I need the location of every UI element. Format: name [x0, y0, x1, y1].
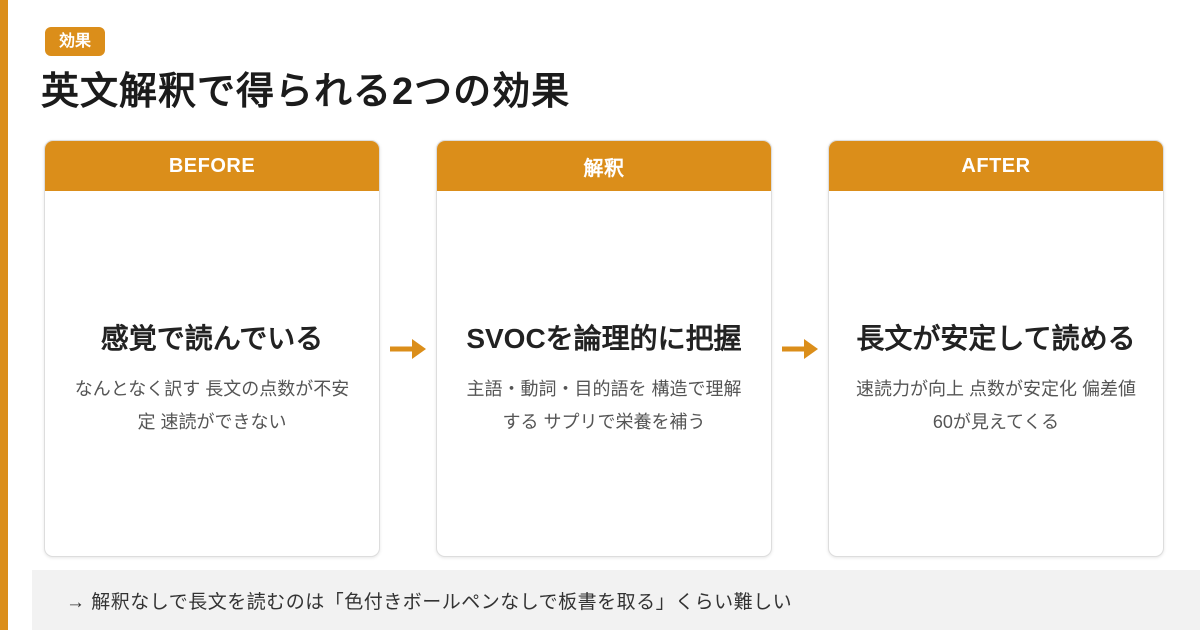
page-title: 英文解釈で得られる2つの効果 — [41, 71, 571, 113]
flow-cards-row: BEFORE 感覚で読んでいる なんとなく訳す 長文の点数が不安定 速読ができな… — [44, 140, 1164, 557]
left-accent-bar — [0, 0, 8, 630]
footer-note: → 解釈なしで長文を読むのは「色付きボールペンなしで板書を取る」くらい難しい — [32, 570, 1200, 630]
section-badge: 効果 — [45, 27, 106, 57]
card-after-title: 長文が安定して読める — [856, 322, 1136, 354]
footer-note-text: → 解釈なしで長文を読むのは「色付きボールペンなしで板書を取る」くらい難しい — [66, 591, 793, 613]
card-interpretation-title: SVOCを論理的に把握 — [466, 322, 742, 354]
flow-arrow-icon — [772, 140, 828, 557]
card-interpretation-body: SVOCを論理的に把握 主語・動詞・目的語を 構造で理解する サプリで栄養を補う — [437, 191, 771, 556]
card-interpretation-header: 解釈 — [437, 141, 771, 191]
card-interpretation: 解釈 SVOCを論理的に把握 主語・動詞・目的語を 構造で理解する サプリで栄養… — [436, 140, 772, 557]
card-before: BEFORE 感覚で読んでいる なんとなく訳す 長文の点数が不安定 速読ができな… — [44, 140, 380, 557]
card-after-description: 速読力が向上 点数が安定化 偏差値60が見えてくる — [856, 379, 1137, 432]
card-after: AFTER 長文が安定して読める 速読力が向上 点数が安定化 偏差値60が見えて… — [828, 140, 1164, 557]
card-before-header: BEFORE — [45, 141, 379, 191]
flow-arrow-icon — [380, 140, 436, 557]
card-before-title: 感覚で読んでいる — [100, 322, 324, 354]
card-after-body: 長文が安定して読める 速読力が向上 点数が安定化 偏差値60が見えてくる — [829, 191, 1163, 556]
card-before-description: なんとなく訳す 長文の点数が不安定 速読ができない — [74, 379, 350, 432]
card-after-header: AFTER — [829, 141, 1163, 191]
card-before-body: 感覚で読んでいる なんとなく訳す 長文の点数が不安定 速読ができない — [45, 191, 379, 556]
card-interpretation-description: 主語・動詞・目的語を 構造で理解する サプリで栄養を補う — [466, 379, 742, 432]
